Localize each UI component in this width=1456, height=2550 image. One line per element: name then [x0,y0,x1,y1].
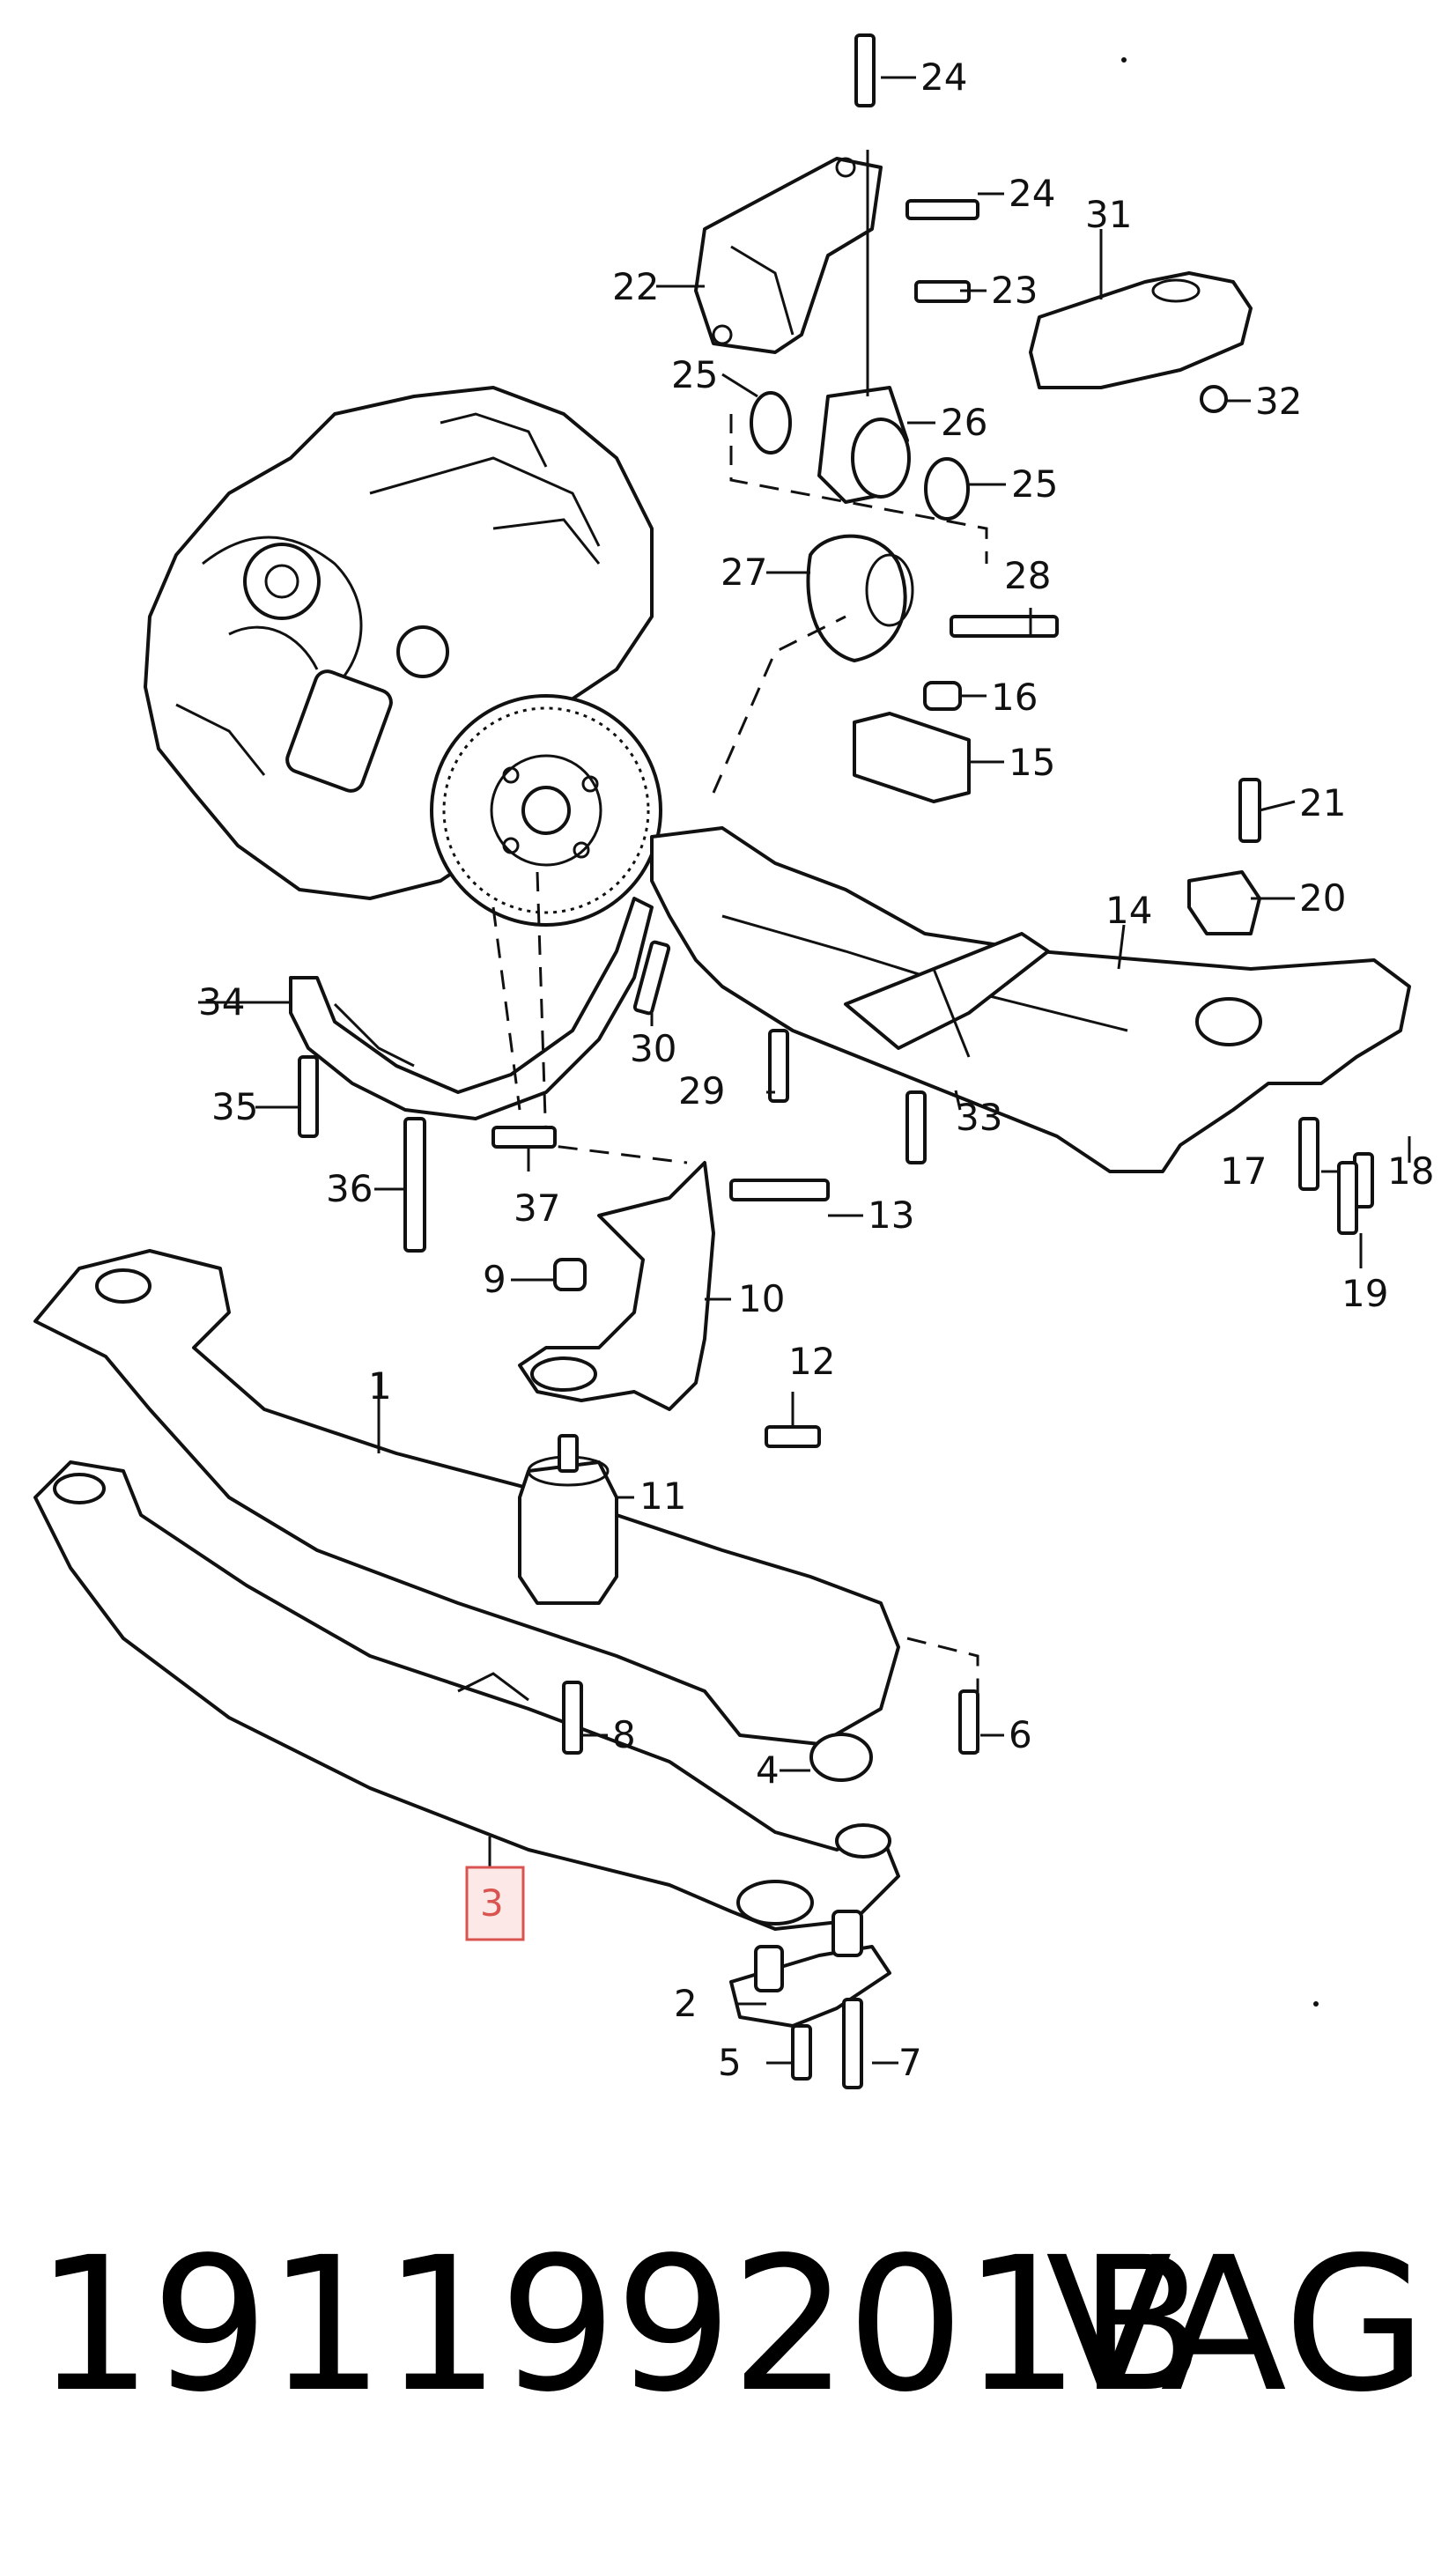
callout-24a: 24 [920,55,967,99]
callout-19: 19 [1341,1272,1388,1315]
callout-36: 36 [326,1167,373,1210]
bracket-10 [518,1161,715,1411]
callout-33: 33 [956,1096,1002,1139]
callout-23: 23 [991,269,1038,312]
callout-9: 9 [483,1258,506,1301]
callout-25b: 25 [1011,462,1058,506]
callout-10: 10 [738,1277,785,1320]
callout-7: 7 [898,2041,922,2084]
top-mount-assembly [694,150,988,662]
callout-16: 16 [991,676,1038,719]
callout-32: 32 [1255,380,1302,423]
heat-shield [1029,271,1253,389]
callout-29: 29 [678,1069,725,1112]
callout-24b: 24 [1009,172,1055,215]
bracket-10-boss [530,1356,597,1392]
front-crossmember [33,1249,900,1931]
callout-17: 17 [1220,1149,1267,1193]
bolt-21 [1238,778,1261,843]
rubber-buffer-4 [809,1733,873,1782]
bracket-2 [729,1945,891,2028]
callout-27: 27 [721,551,767,594]
callout-3: 3 [480,1881,504,1925]
rear-subframe [650,826,1411,1173]
engine-drawing [144,386,662,1120]
callout-8: 8 [612,1713,636,1756]
callout-22: 22 [612,265,659,308]
callout-18: 18 [1387,1149,1434,1193]
callout-12: 12 [788,1340,835,1383]
callout-5: 5 [718,2041,742,2084]
callout-20: 20 [1299,876,1346,920]
callout-26: 26 [941,401,987,444]
callout-28: 28 [1004,554,1051,597]
callout-31: 31 [1085,193,1132,236]
callout-15: 15 [1009,741,1055,784]
nut-16 [923,681,962,711]
footer: 191199201B VAG [35,2220,1427,2431]
bush-2a [754,1945,784,1992]
guide-line-main [712,615,846,794]
mount-20 [1187,870,1261,935]
leader-lines [198,76,1411,2065]
callout-14: 14 [1105,889,1152,932]
callout-35: 35 [211,1085,258,1128]
callout-34: 34 [198,980,245,1024]
stray-dot [1121,57,1127,63]
callout-11: 11 [639,1475,686,1518]
guide-line-center [536,871,688,1164]
callout-2: 2 [674,1982,698,2025]
bush-2b [831,1910,863,1957]
highlight-box [465,1866,525,1941]
callout-21: 21 [1299,781,1346,824]
spacer-block [853,712,971,803]
callout-6: 6 [1009,1713,1032,1756]
part-number: 191199201B [35,2217,1206,2433]
engine-mount-11 [518,1434,618,1605]
callout-labels: 24 24 23 22 31 32 25 26 25 27 28 16 15 2… [198,55,1434,2084]
callout-13: 13 [868,1194,914,1237]
brand-label: VAG [1046,2217,1427,2433]
stray-dot [1313,2001,1319,2007]
callout-4: 4 [756,1748,780,1792]
callout-37: 37 [514,1186,560,1230]
callout-30: 30 [630,1027,676,1070]
callout-25a: 25 [671,353,718,396]
highlighted-callout-3: 3 [465,1866,525,1941]
guide-line-bell [491,906,521,1111]
callout-1: 1 [368,1364,392,1408]
